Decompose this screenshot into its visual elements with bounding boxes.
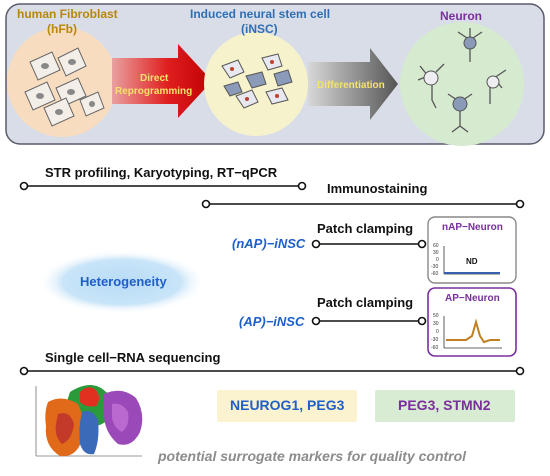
ap-ytick-3: 0 <box>436 329 439 335</box>
differentiation-label: Differentiation <box>317 80 385 91</box>
heterogeneity-blob <box>38 250 206 314</box>
neuron-cells <box>417 28 507 133</box>
nap-ytick-2: 30 <box>433 250 439 256</box>
insc-cells <box>221 53 293 109</box>
marker-box-2 <box>375 390 515 422</box>
ap-ytick-5: -60 <box>431 345 439 351</box>
reprogramming-label-2: Reprogramming <box>115 86 193 97</box>
insc-title: Induced neural stem cell <box>190 7 331 21</box>
heterogeneity-label: Heterogeneity <box>80 274 167 289</box>
ap-axes <box>443 316 502 349</box>
ap-trace <box>446 318 500 344</box>
nap-insc-label: (nAP)−iNSC <box>232 236 306 251</box>
nap-nd-label: ND <box>466 257 478 266</box>
marker-label-2: PEG3, STMN2 <box>398 397 491 413</box>
marker-box-1 <box>217 390 357 422</box>
patch-clamping-label-1: Patch clamping <box>317 221 414 236</box>
umap-plot <box>35 385 143 457</box>
ap-neuron-title: AP−Neuron <box>445 293 500 304</box>
marker-label-1: NEUROG1, PEG3 <box>230 397 345 413</box>
immunostaining-label: Immunostaining <box>327 181 428 196</box>
ap-insc-label: (AP)−iNSC <box>239 314 305 329</box>
ap-ytick-2: 30 <box>433 321 439 327</box>
footer-caption: potential surrogate markers for quality … <box>158 448 467 464</box>
reprogramming-label-1: Direct <box>140 73 169 84</box>
ap-ytick-1: 50 <box>433 313 439 319</box>
nap-ytick-5: -60 <box>431 271 439 277</box>
patch-clamping-label-2: Patch clamping <box>317 295 414 310</box>
neuron-title: Neuron <box>440 9 482 23</box>
insc-abbr: (iNSC) <box>241 22 278 36</box>
ap-ytick-4: -30 <box>431 337 439 343</box>
nap-neuron-box <box>427 216 517 284</box>
str-profiling-label: STR profiling, Karyotyping, RT−qPCR <box>45 165 278 180</box>
neuron-somas <box>423 36 500 112</box>
fibroblast-abbr: (hFb) <box>47 22 77 36</box>
scrna-label: Single cell−RNA sequencing <box>45 350 221 365</box>
nap-ytick-3: 0 <box>436 257 439 263</box>
nap-ytick-4: -30 <box>431 264 439 270</box>
nap-ytick-1: 60 <box>433 243 439 249</box>
fibroblast-nuclei <box>36 59 95 115</box>
differentiation-arrow <box>308 48 398 120</box>
nap-neuron-title: nAP−Neuron <box>442 222 503 233</box>
insc-nuclei <box>230 60 279 101</box>
fibroblast-title: human Fibroblast <box>17 7 118 21</box>
neuron-circle <box>400 22 524 146</box>
direct-reprogramming-arrow <box>112 44 212 118</box>
timeline-lines <box>19 181 525 376</box>
